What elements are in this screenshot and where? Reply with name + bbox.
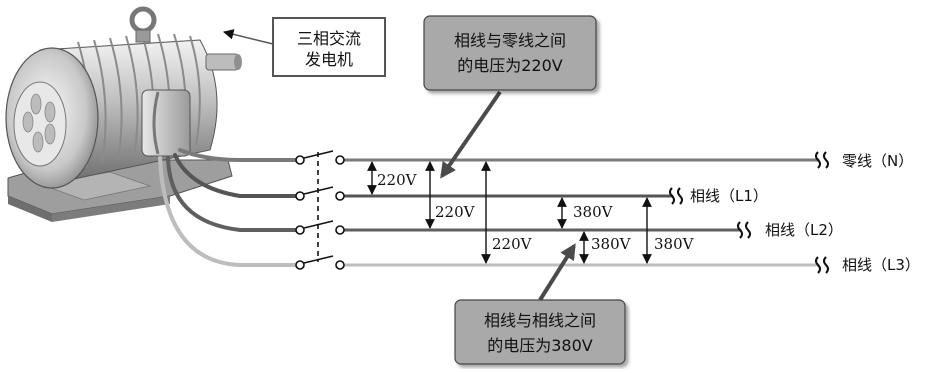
generator-label-line1: 三相交流 — [297, 29, 361, 48]
callout-top-line1: 相线与零线之间 — [454, 31, 566, 50]
callout-top-pointer — [440, 90, 502, 179]
wire-l1 — [173, 153, 302, 198]
callout-bottom-pointer — [538, 243, 576, 302]
callout-bottom-line1: 相线与相线之间 — [484, 311, 596, 330]
voltage-labels: 220V 220V 220V 380V 380V 380V — [377, 171, 695, 253]
squiggle-l3 — [815, 256, 829, 274]
wire-neutral — [178, 148, 302, 162]
label-l3: 相线（L3） — [842, 256, 920, 274]
line-labels: 零线（N） 相线（L1） 相线（L2） 相线（L3） — [690, 152, 920, 274]
label-neutral: 零线（N） — [842, 152, 913, 170]
generator-illustration — [5, 6, 242, 222]
wire-l3 — [158, 156, 302, 267]
generator-label-box: 三相交流 发电机 — [222, 17, 386, 77]
three-pole-switch — [295, 150, 345, 270]
voltage-l1-l2: 380V — [573, 203, 614, 221]
wire-l2 — [166, 156, 302, 232]
wires — [158, 148, 820, 267]
generator-label-line2: 发电机 — [305, 50, 353, 69]
voltage-n-l2: 220V — [435, 203, 476, 221]
squiggle-neutral — [815, 151, 829, 169]
squiggle-l2 — [737, 221, 751, 239]
voltage-arrows — [367, 161, 652, 264]
voltage-l2-l3: 380V — [591, 235, 632, 253]
callout-bottom-line2: 的电压为380V — [487, 336, 593, 355]
squiggle-l1 — [669, 187, 683, 205]
voltage-n-l3: 220V — [492, 235, 533, 253]
voltage-n-l1: 220V — [377, 171, 418, 189]
wire-end-squiggles — [669, 151, 829, 274]
generator-pointer — [222, 29, 274, 45]
label-l2: 相线（L2） — [765, 221, 843, 239]
callout-top: 相线与零线之间 的电压为220V — [423, 15, 597, 179]
voltage-l1-l3: 380V — [654, 235, 695, 253]
callout-top-line2: 的电压为220V — [457, 56, 563, 75]
callout-bottom: 相线与相线之间 的电压为380V — [454, 243, 626, 365]
label-l1: 相线（L1） — [690, 187, 768, 205]
